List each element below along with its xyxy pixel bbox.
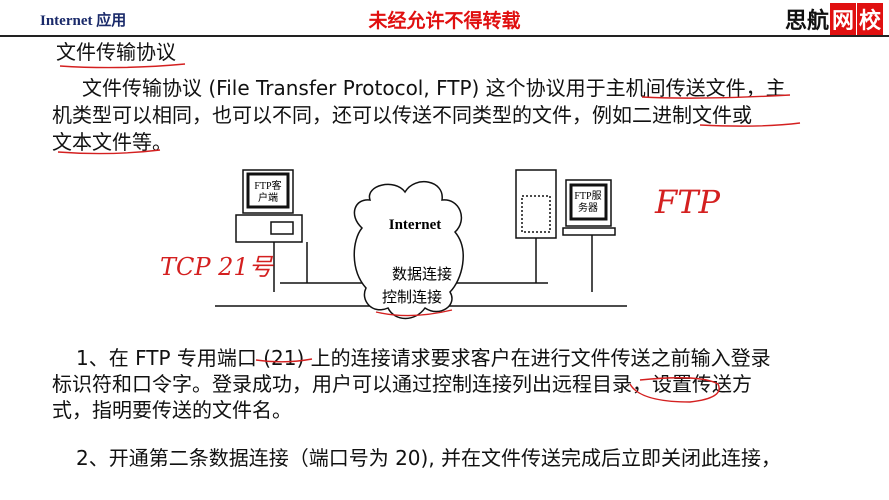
header-divider [0, 35, 889, 37]
control-connection-label: 控制连接 [382, 288, 442, 306]
copyright-notice: 未经允许不得转载 [368, 10, 521, 32]
point-line: 标识符和口令字。登录成功，用户可以通过控制连接列出远程目录，设置传送方 [52, 372, 752, 396]
course-label: Internet 应用 [40, 13, 127, 29]
internet-label: Internet [389, 217, 442, 233]
client-computer-icon [235, 169, 303, 243]
annotation-ftp: FTP [654, 183, 721, 221]
intro-line: 文本文件等。 [52, 130, 172, 154]
page-title: 文件传输协议 [56, 40, 176, 64]
logo: 思航网校 [785, 3, 883, 35]
server-label: FTP服 [574, 190, 601, 202]
server-label: 务器 [578, 201, 598, 214]
intro-line: 机类型可以相同，也可以不同，还可以传送不同类型的文件，例如二进制文件或 [52, 103, 752, 127]
internet-cloud-icon [353, 181, 464, 320]
handwritten-annotations [57, 63, 801, 403]
point-line: 2、开通第二条数据连接（端口号为 20), 并在文件传送完成后立即关闭此连接， [76, 446, 782, 470]
client-label: FTP客 [254, 179, 281, 192]
annotation-tcp21: TCP 21号 [160, 253, 275, 281]
intro-line: 文件传输协议 (File Transfer Protocol, FTP) 这个协… [82, 76, 786, 100]
point-line: 1、在 FTP 专用端口 (21) 上的连接请求要求客户在进行文件传送之前输入登… [76, 346, 771, 370]
client-label: 户端 [258, 191, 278, 204]
point-line: 式，指明要传送的文件名。 [52, 398, 292, 422]
server-computer-icon [515, 169, 616, 239]
data-connection-label: 数据连接 [392, 265, 452, 283]
